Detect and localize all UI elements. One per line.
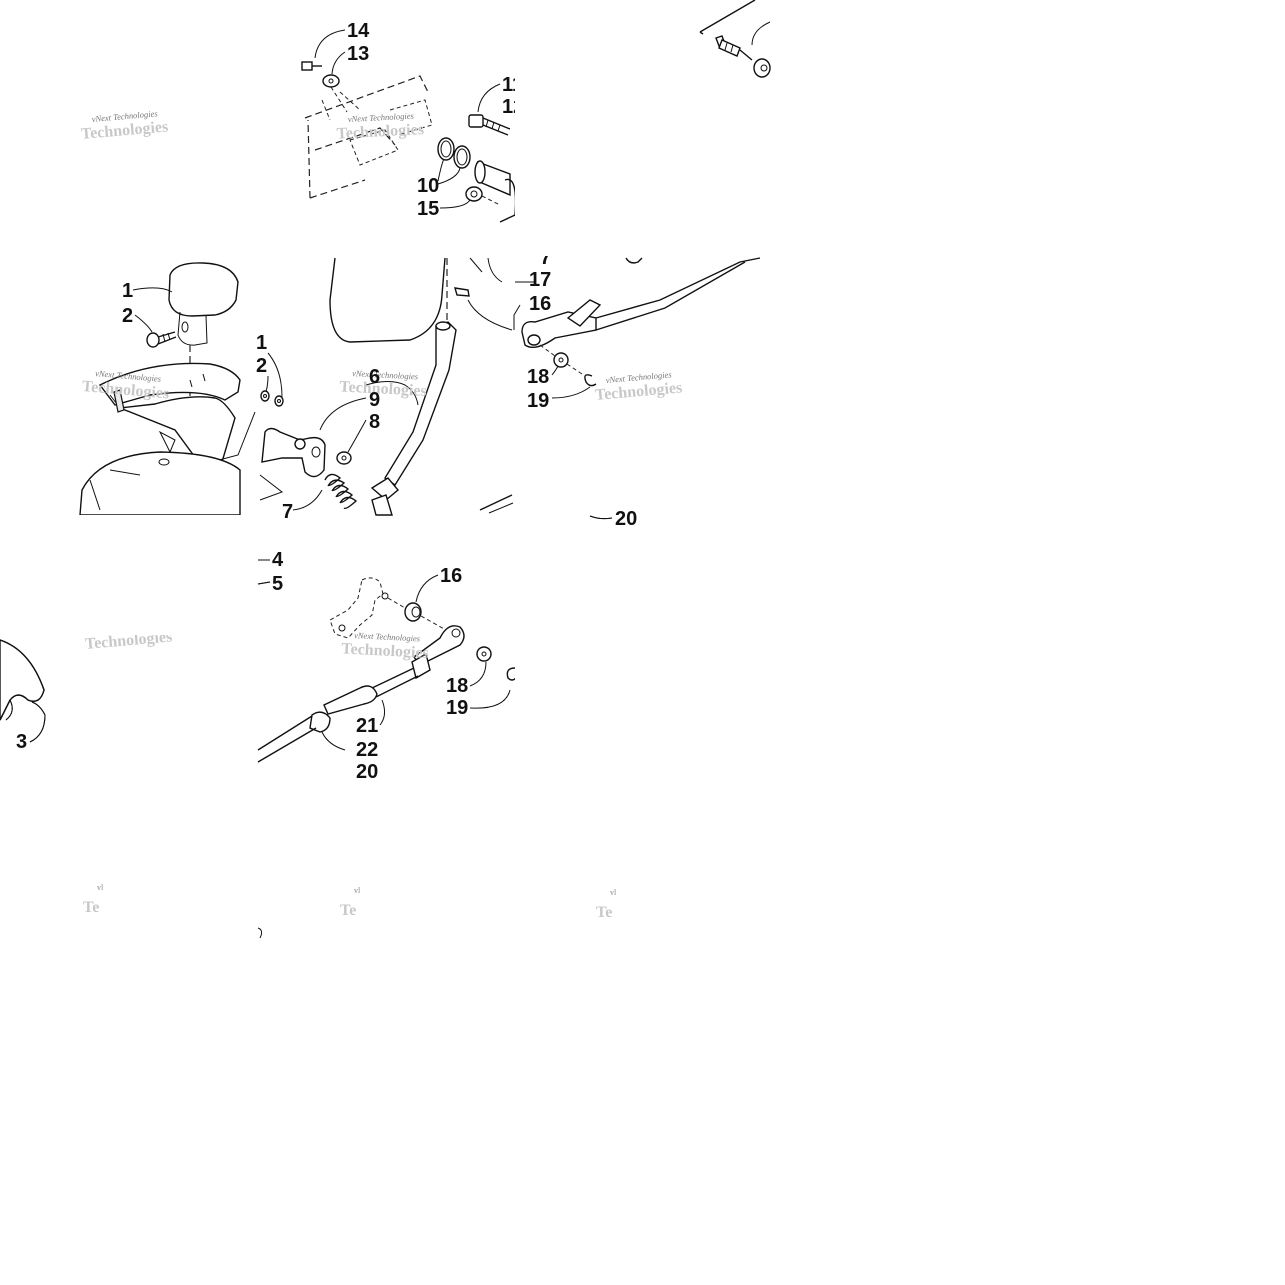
washer-1b bbox=[260, 390, 270, 402]
clip-19a bbox=[584, 374, 597, 387]
callout-9: 9 bbox=[369, 389, 380, 411]
shift-knob-1 bbox=[168, 262, 239, 317]
spring-7 bbox=[324, 473, 358, 510]
fitting-fragment bbox=[699, 0, 771, 78]
callout-17: 17 bbox=[529, 269, 551, 291]
callout-13: 13 bbox=[347, 43, 369, 65]
shift-cable bbox=[257, 625, 465, 763]
callout-15: 15 bbox=[417, 198, 439, 220]
callout-4: 4 bbox=[272, 549, 284, 571]
callout-16b: 16 bbox=[440, 565, 462, 587]
watermark-bold-text: Technologies bbox=[341, 640, 429, 662]
clip-19b bbox=[506, 667, 517, 681]
callout-22: 22 bbox=[356, 739, 378, 761]
callout-21: 21 bbox=[356, 715, 378, 737]
late-callout-layer: 45 3 20 20 bbox=[16, 508, 637, 783]
grease-fitting bbox=[715, 35, 771, 78]
shift-knob-assembly bbox=[79, 262, 256, 516]
watermark-bold-text: Technologies bbox=[336, 121, 424, 143]
o-ring-10b bbox=[453, 145, 471, 169]
callout-2b: 2 bbox=[256, 355, 267, 377]
callout-1a: 1 bbox=[122, 280, 133, 302]
washer-2b bbox=[274, 395, 284, 407]
bolt-14 bbox=[301, 61, 322, 71]
tile-edge-restore bbox=[0, 515, 613, 939]
callout-14: 14 bbox=[347, 20, 370, 42]
callout-7: 7 bbox=[282, 501, 293, 523]
watermark-fragment: vl bbox=[610, 888, 617, 897]
callout-19a: 19 bbox=[527, 390, 549, 412]
watermark-bold-text: Technologies bbox=[339, 378, 427, 400]
nut-15 bbox=[465, 186, 501, 206]
shift-link-arm bbox=[521, 257, 761, 348]
watermark-fragment-bold: Te bbox=[596, 904, 612, 921]
shift-lever-rod bbox=[370, 321, 457, 516]
watermark-fragment-bold: Te bbox=[83, 899, 99, 916]
screw-2 bbox=[146, 331, 177, 348]
watermark-fragment: vl bbox=[354, 886, 361, 895]
bushing-16b bbox=[404, 602, 422, 622]
callout-18b: 18 bbox=[446, 675, 468, 697]
callout-19b: 19 bbox=[446, 697, 468, 719]
shift-link-assembly bbox=[454, 257, 761, 520]
pivot-shaft-assembly bbox=[301, 29, 517, 223]
washer-13 bbox=[322, 74, 340, 88]
callout-5: 5 bbox=[272, 573, 283, 595]
watermark-text: vNext Technologies bbox=[352, 368, 419, 381]
bolt-11 bbox=[468, 114, 511, 136]
shift-lever-assembly bbox=[259, 257, 514, 516]
callout-2a: 2 bbox=[122, 305, 133, 327]
watermark-text: vNext Technologies bbox=[354, 630, 421, 643]
callout-6: 6 bbox=[369, 366, 380, 388]
washer-18b bbox=[476, 646, 492, 662]
shift-cable-assembly bbox=[257, 574, 517, 939]
callout-3: 3 bbox=[16, 731, 27, 753]
callout-20a: 20 bbox=[615, 508, 637, 530]
o-ring-10a bbox=[437, 137, 455, 161]
callout-20b: 20 bbox=[356, 761, 378, 783]
watermark-fragment-bold: Te bbox=[340, 902, 356, 919]
washer-18a bbox=[553, 352, 569, 368]
callout-18a: 18 bbox=[527, 366, 549, 388]
nut-8 bbox=[336, 451, 352, 465]
callout-8: 8 bbox=[369, 411, 380, 433]
callout-1b: 1 bbox=[256, 332, 267, 354]
callout-7-top: 7 bbox=[540, 247, 551, 269]
watermark-text: vNext Technologies bbox=[348, 111, 415, 124]
watermark-fragment: vl bbox=[97, 883, 104, 892]
callout-10: 10 bbox=[417, 175, 439, 197]
callout-16a: 16 bbox=[529, 293, 551, 315]
